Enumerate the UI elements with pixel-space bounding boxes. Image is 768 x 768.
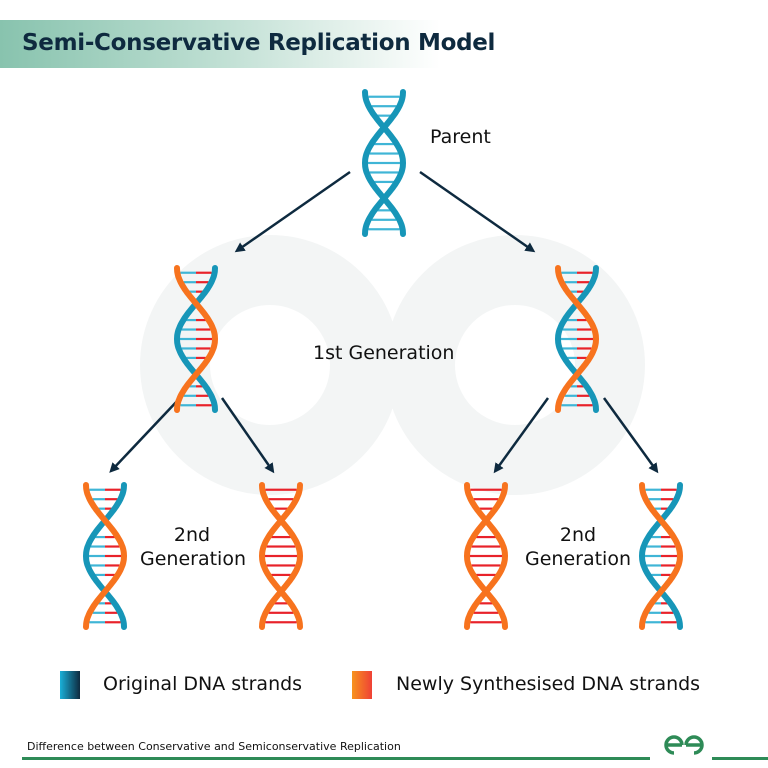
helix-strand-a [361, 89, 406, 237]
helix-strand-a [554, 265, 599, 413]
helix-strand-a [173, 265, 218, 413]
label-parent: Parent [430, 126, 491, 148]
helix-strand-b [174, 265, 219, 413]
label-gen2-left-line1: 2nd [173, 524, 211, 546]
helix-strand-b [464, 482, 509, 630]
footer-divider-left [22, 757, 650, 760]
label-gen2-right-line1: 2nd [559, 524, 597, 546]
legend-swatch-original [60, 671, 80, 699]
arrow-1 [234, 170, 351, 253]
dna-helix-gen1-right [554, 265, 600, 413]
footer-logo [660, 733, 708, 757]
helix-strand-a [638, 482, 683, 630]
dna-helix-gen2-3 [463, 482, 509, 630]
label-gen2-right-line2: Generation [525, 548, 631, 570]
legend-swatch-new [352, 671, 372, 699]
helix-strand-b [639, 482, 684, 630]
helix-strand-b [83, 482, 128, 630]
arrow-5 [493, 397, 550, 474]
legend-label-new: Newly Synthesised DNA strands [396, 673, 701, 695]
label-gen1: 1st Generation [313, 342, 455, 364]
dna-helix-gen2-1 [82, 482, 128, 630]
dna-helix-gen2-4 [638, 482, 684, 630]
title-band [0, 20, 440, 68]
dna-helix-parent [361, 89, 407, 237]
dna-helix-gen1-left [173, 265, 219, 413]
helix-strand-a [258, 482, 303, 630]
arrow-3 [109, 397, 181, 473]
helix-strand-b [259, 482, 304, 630]
helix-strand-a [82, 482, 127, 630]
page-title: Semi-Conservative Replication Model [22, 30, 496, 56]
dna-helix-gen2-2 [258, 482, 304, 630]
arrow-6 [602, 397, 659, 474]
arrow-4 [220, 397, 275, 474]
footer-caption: Difference between Conservative and Semi… [27, 740, 401, 753]
helix-strand-b [555, 265, 600, 413]
arrow-2 [419, 170, 536, 253]
gfg-logo-icon [664, 735, 704, 755]
footer-divider-right [712, 757, 768, 760]
legend-label-original: Original DNA strands [103, 673, 303, 695]
helix-strand-b [362, 89, 407, 237]
helix-strand-a [463, 482, 508, 630]
label-gen2-left-line2: Generation [140, 548, 246, 570]
